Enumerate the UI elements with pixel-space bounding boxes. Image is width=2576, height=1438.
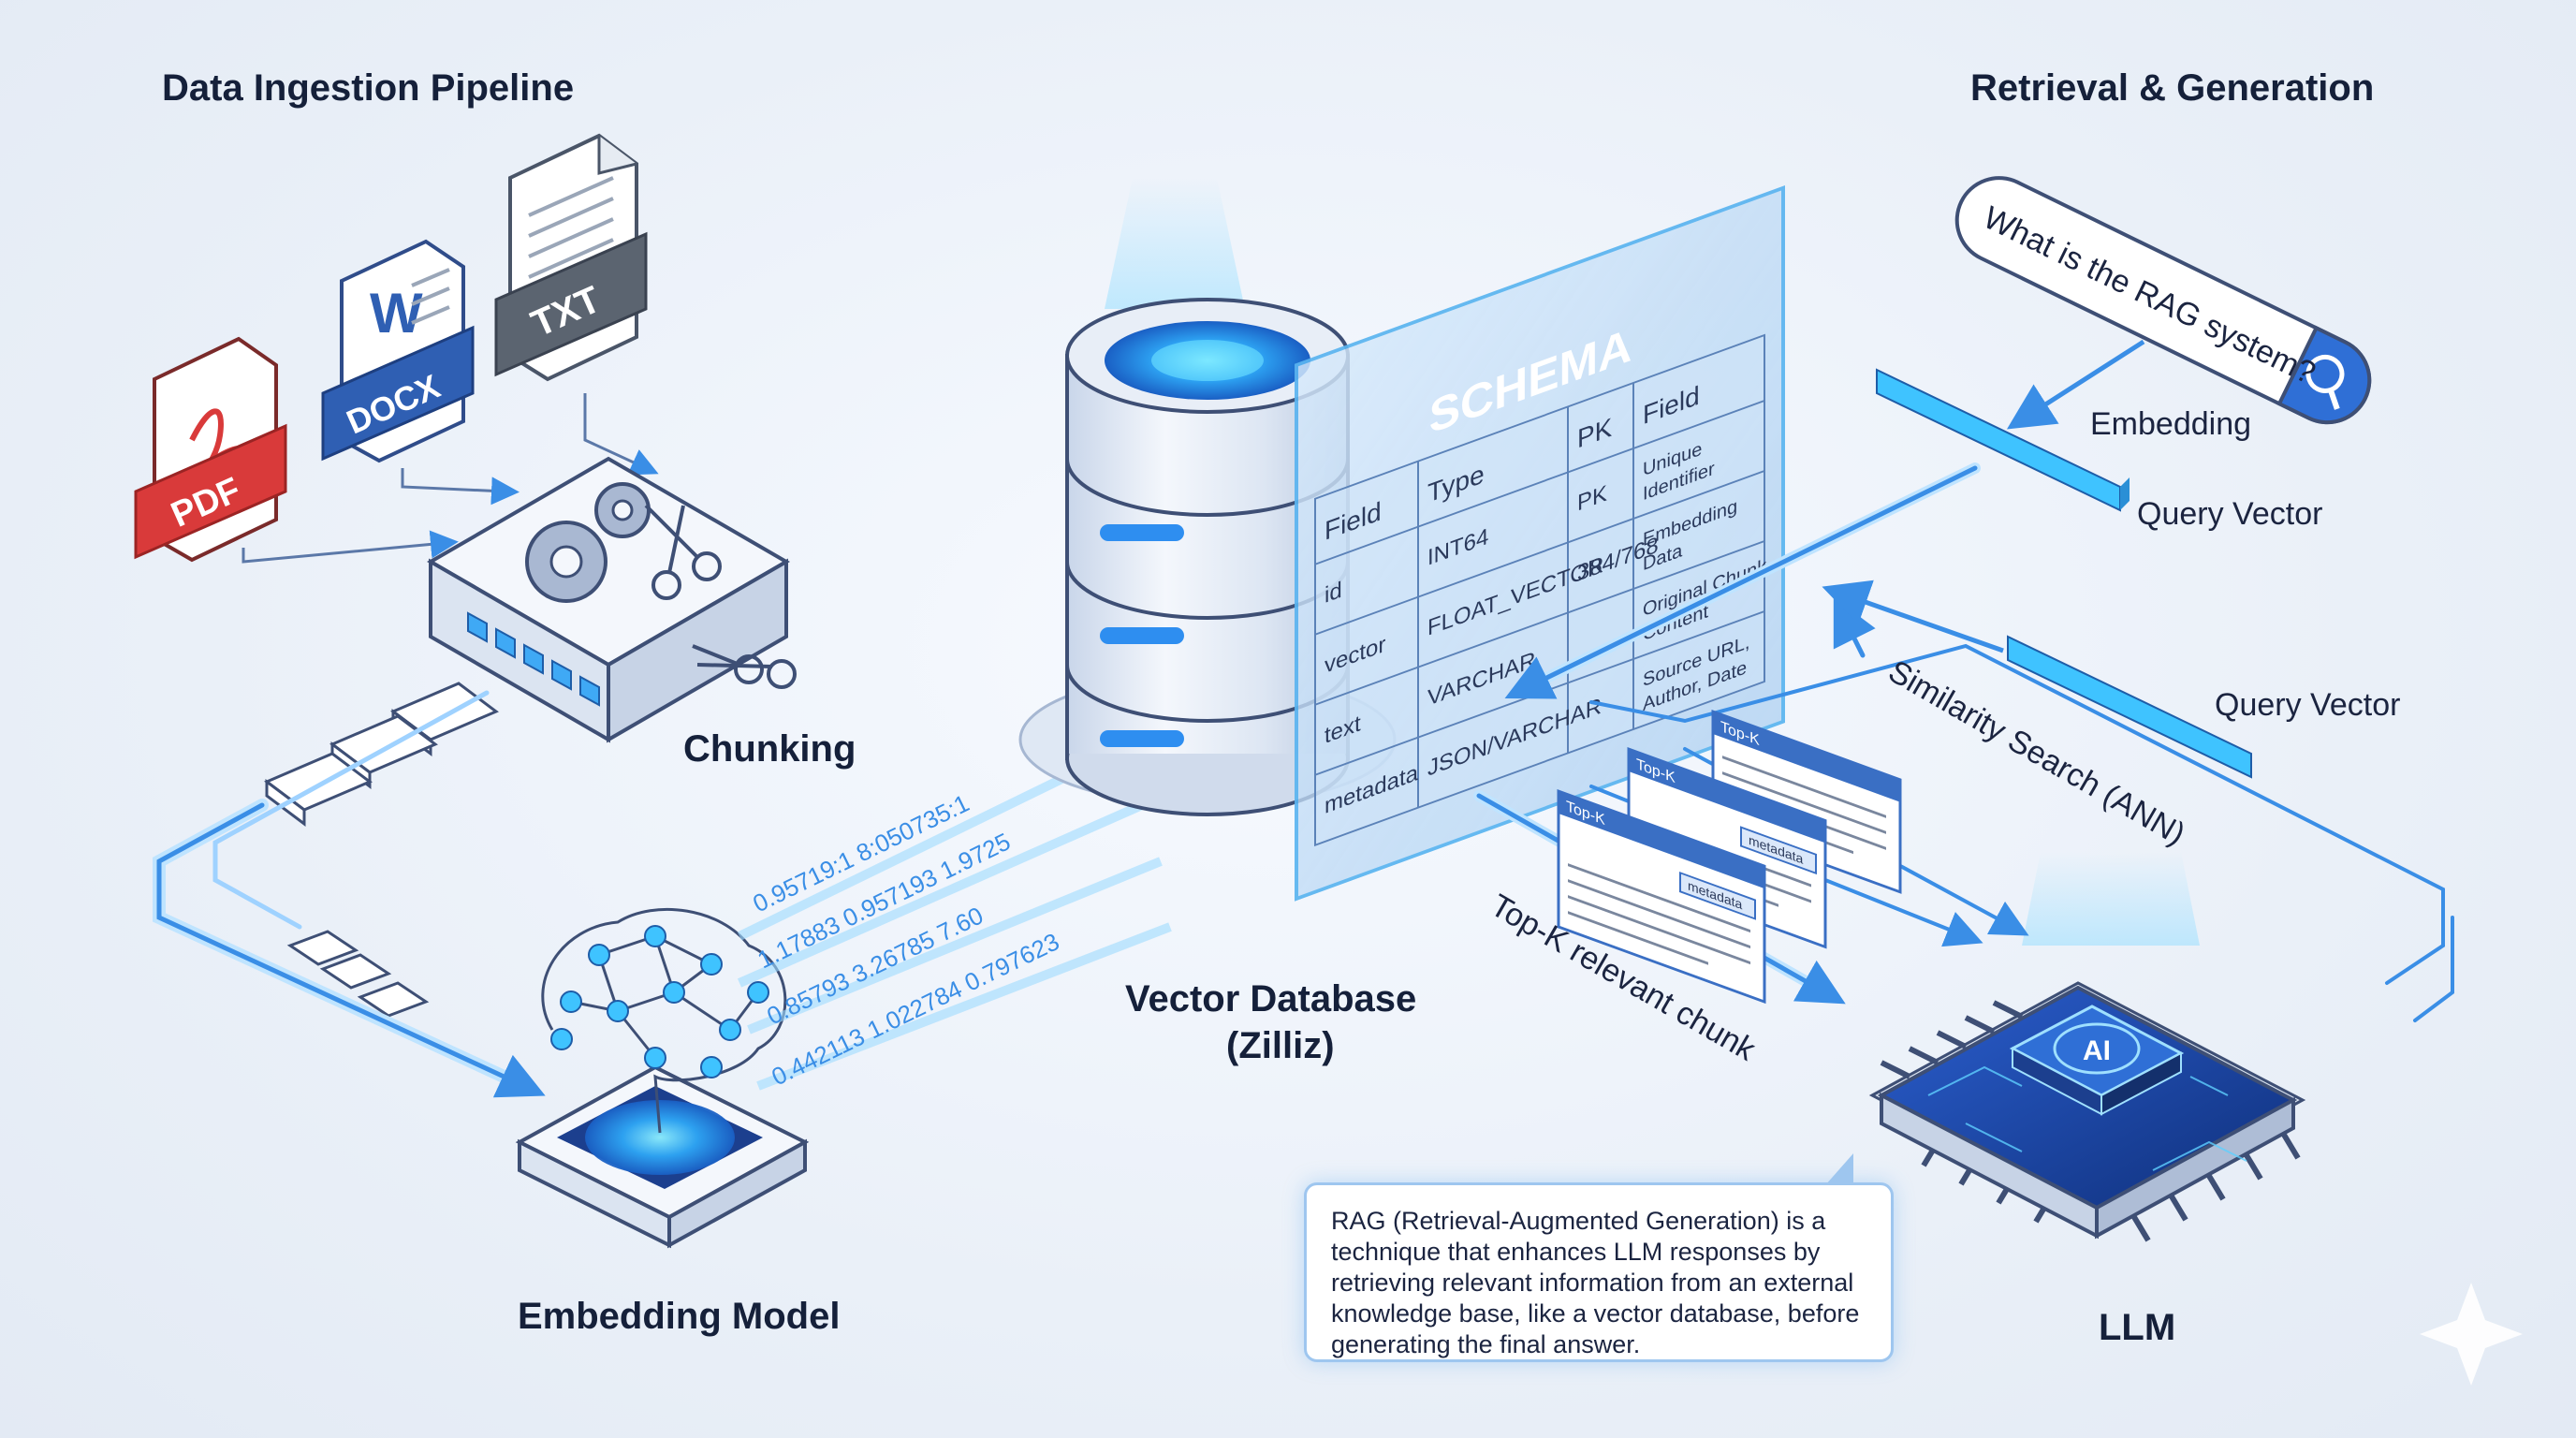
sparkle-icon xyxy=(2420,1283,2523,1386)
llm-chip: AI xyxy=(1868,981,2306,1242)
query-search-bar: What is the RAG system? xyxy=(1954,176,2372,425)
top-k-cards: Top-K Top-K metadata Top-K metadata xyxy=(1557,709,1902,1005)
schema-panel: SCHEMA Field Type PK Field idINT64PKUniq… xyxy=(1295,185,1785,902)
query-text: What is the RAG system? xyxy=(1978,199,2320,391)
query-vector-label-1: Query Vector xyxy=(2137,496,2323,532)
chunking-label: Chunking xyxy=(683,728,856,770)
embedding-model-label: Embedding Model xyxy=(518,1296,841,1337)
retrieval-title: Retrieval & Generation xyxy=(1970,67,2375,109)
llm-light-beam xyxy=(2022,852,2200,946)
pipeline-flow xyxy=(153,690,546,1098)
vector-db-label-line1: Vector Database xyxy=(1125,978,1417,1020)
llm-label: LLM xyxy=(2099,1307,2176,1348)
rag-description-callout: RAG (Retrieval-Augmented Generation) is … xyxy=(1304,1153,1894,1362)
chunking-machine xyxy=(427,456,797,743)
text-chunks xyxy=(264,682,499,1018)
brain-icon xyxy=(2053,1022,2141,1075)
embedding-label: Embedding xyxy=(2090,406,2252,442)
schema-cell: id xyxy=(1325,578,1342,609)
query-arrows xyxy=(1822,339,2145,653)
pdf-file-icon: PDF xyxy=(134,336,287,563)
query-vector-label-2: Query Vector xyxy=(2215,687,2401,723)
rag-description: RAG (Retrieval-Augmented Generation) is … xyxy=(1331,1207,1860,1358)
txt-file-icon: TXT xyxy=(494,133,648,382)
ingestion-title: Data Ingestion Pipeline xyxy=(162,67,575,109)
scissors-icon xyxy=(644,504,797,689)
word-logo-letter: W xyxy=(370,282,423,345)
docx-file-icon: W DOCX xyxy=(321,239,475,463)
vector-db-label-line2: (Zilliz) xyxy=(1226,1025,1335,1066)
query-vector-bar xyxy=(1876,368,2252,779)
file-arrows xyxy=(242,393,659,564)
vector-streams: 0.95719:1 8:050735:1 1.17883 0.957193 1.… xyxy=(737,744,1172,1091)
embedding-model xyxy=(515,907,810,1249)
ai-chip-label: AI xyxy=(2083,1035,2111,1066)
search-icon xyxy=(2305,354,2345,393)
light-beam xyxy=(1105,178,1245,309)
